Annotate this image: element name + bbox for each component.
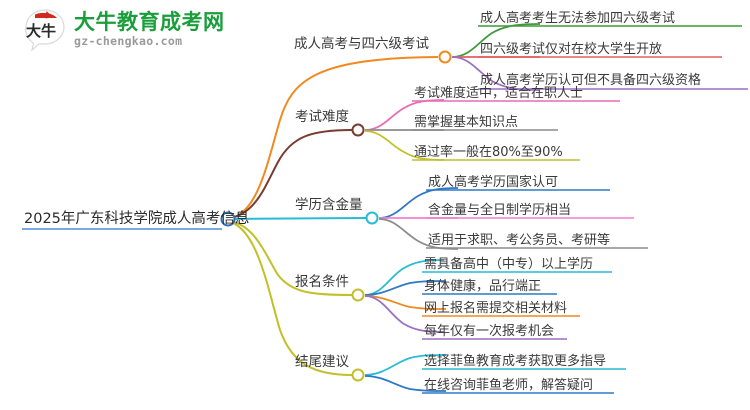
leaf-label-1-1[interactable]: 需掌握基本知识点 [414,115,519,130]
connector-branch-3-child-2 [364,295,447,310]
connector-branch-2-child-0 [378,187,459,219]
root-label[interactable]: 2025年广东科技学院成人高考信息 [24,211,250,227]
branch-label-1[interactable]: 考试难度 [295,109,349,125]
connector-branch-0-child-0 [451,23,541,58]
svg-text:大牛: 大牛 [26,22,56,40]
branch-label-4[interactable]: 结尾建议 [295,354,349,370]
leaf-label-3-0[interactable]: 需具备高中（中专）以上学历 [424,257,594,272]
connector-root-to-branch-3 [229,220,353,296]
logo-text-block: 大牛教育成考网 gz-chengkao.com [74,12,225,48]
connector-root-to-branch-0 [229,56,439,219]
node-branch-1[interactable] [351,123,365,137]
node-branch-4[interactable] [351,368,365,382]
connector-root-to-branch-4 [229,221,353,376]
leaf-label-0-0[interactable]: 成人高考考生无法参加四六级考试 [480,11,676,26]
branch-label-2[interactable]: 学历含金量 [295,197,363,213]
branch-label-3[interactable]: 报名条件 [295,274,349,290]
node-branch-0[interactable] [438,50,452,64]
leaf-label-2-0[interactable]: 成人高考学历国家认可 [428,175,559,190]
node-branch-2[interactable] [365,211,379,225]
connector-branch-3-child-0 [364,259,445,296]
node-root[interactable] [220,211,236,227]
leaf-label-1-2[interactable]: 通过率一般在80%至90% [414,145,563,160]
connector-branch-3-child-1 [364,280,447,296]
site-logo[interactable]: 大牛 大牛教育成考网 gz-chengkao.com [22,8,225,52]
connector-root-to-branch-1 [229,129,353,219]
leaf-label-4-0[interactable]: 选择菲鱼教育成考获取更多指导 [424,354,607,369]
connector-branch-3-child-3 [364,295,445,333]
leaf-label-2-2[interactable]: 适用于求职、考公务员、考研等 [428,233,611,248]
leaf-label-0-1[interactable]: 四六级考试仅对在校大学生开放 [480,42,663,57]
connector-root-to-branch-2 [229,217,367,220]
leaf-label-4-1[interactable]: 在线咨询菲鱼老师，解答疑问 [424,378,594,393]
leaf-label-1-0[interactable]: 考试难度适中，适合在职人士 [414,86,584,101]
leaf-label-0-2[interactable]: 成人高考学历认可但不具备四六级资格 [480,73,702,88]
connector-branch-4-child-0 [364,354,447,376]
leaf-label-3-3[interactable]: 每年仅有一次报考机会 [424,324,555,339]
node-branch-3[interactable] [351,288,365,302]
daniu-bull-logo-icon: 大牛 [22,8,68,52]
leaf-label-3-1[interactable]: 身体健康，品行端正 [424,279,542,294]
logo-title: 大牛教育成考网 [74,10,225,35]
leaf-label-3-2[interactable]: 网上报名需提交相关材料 [424,301,568,316]
branch-label-0[interactable]: 成人高考与四六级考试 [294,36,429,52]
connector-branch-4-child-1 [364,375,447,392]
leaf-label-2-1[interactable]: 含金量与全日制学历相当 [428,203,572,218]
logo-subtitle: gz-chengkao.com [74,34,183,49]
